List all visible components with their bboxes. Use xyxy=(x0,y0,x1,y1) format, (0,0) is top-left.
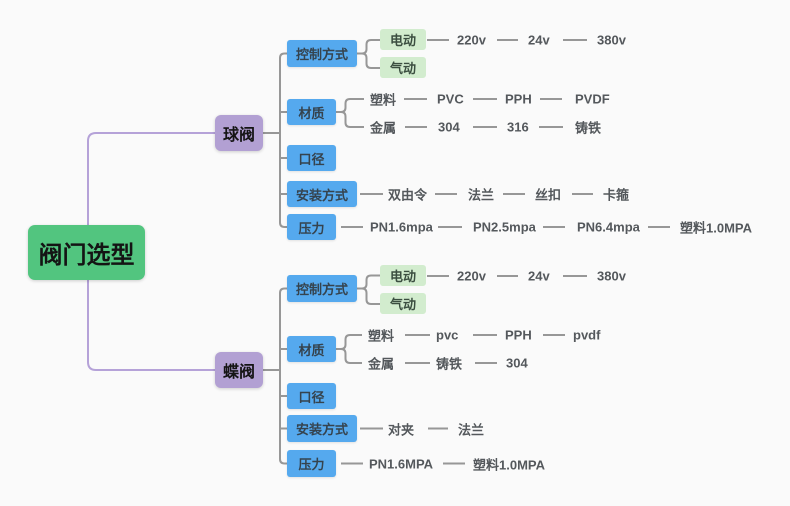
ball-material-metal[interactable]: 金属 xyxy=(370,120,397,136)
bfly-pneumatic-node[interactable]: 气动 xyxy=(380,293,426,314)
bfly-plastic-pvdf[interactable]: pvdf xyxy=(573,327,601,343)
branch-butterfly-valve[interactable]: 蝶阀 xyxy=(215,352,263,388)
bfly-pressure-plastic10[interactable]: 塑料1.0MPA xyxy=(473,457,545,473)
ball-pneumatic-node[interactable]: 气动 xyxy=(380,57,426,78)
ball-metal-304[interactable]: 304 xyxy=(438,119,460,135)
ball-voltage-24v[interactable]: 24v xyxy=(528,32,550,48)
bfly-voltage-380v[interactable]: 380v xyxy=(597,268,626,284)
bfly-pressure-pn16[interactable]: PN1.6MPA xyxy=(369,456,434,472)
bfly-material-plastic[interactable]: 塑料 xyxy=(368,328,395,344)
ball-metal-316[interactable]: 316 xyxy=(507,119,529,135)
ball-install-thread[interactable]: 丝扣 xyxy=(535,187,562,203)
ball-plastic-pph[interactable]: PPH xyxy=(505,91,532,107)
ball-pressure-node[interactable]: 压力 xyxy=(287,214,336,240)
ball-electric-node[interactable]: 电动 xyxy=(380,29,426,50)
ball-control-node[interactable]: 控制方式 xyxy=(287,40,357,67)
bfly-metal-304[interactable]: 304 xyxy=(506,355,528,371)
ball-diameter-node[interactable]: 口径 xyxy=(287,145,336,171)
bfly-install-wafer[interactable]: 对夹 xyxy=(388,422,415,438)
ball-install-flange[interactable]: 法兰 xyxy=(468,187,495,203)
bfly-electric-node[interactable]: 电动 xyxy=(380,265,426,286)
bfly-control-node[interactable]: 控制方式 xyxy=(287,275,357,302)
ball-pressure-plastic10[interactable]: 塑料1.0MPA xyxy=(680,220,752,236)
ball-material-node[interactable]: 材质 xyxy=(287,99,336,125)
ball-pressure-pn16[interactable]: PN1.6mpa xyxy=(370,219,433,235)
bfly-plastic-pph[interactable]: PPH xyxy=(505,327,532,343)
ball-metal-castiron[interactable]: 铸铁 xyxy=(575,120,602,136)
ball-install-union[interactable]: 双由令 xyxy=(388,187,428,203)
ball-voltage-220v[interactable]: 220v xyxy=(457,32,486,48)
ball-install-clamp[interactable]: 卡箍 xyxy=(603,187,630,203)
branch-ball-valve[interactable]: 球阀 xyxy=(215,115,263,151)
bfly-voltage-24v[interactable]: 24v xyxy=(528,268,550,284)
ball-plastic-pvc[interactable]: PVC xyxy=(437,91,464,107)
root-node[interactable]: 阀门选型 xyxy=(28,225,145,280)
bfly-install-node[interactable]: 安装方式 xyxy=(287,415,357,442)
branch-connectors xyxy=(263,39,670,465)
ball-pressure-pn64[interactable]: PN6.4mpa xyxy=(577,219,640,235)
bfly-diameter-node[interactable]: 口径 xyxy=(287,383,336,409)
bfly-material-node[interactable]: 材质 xyxy=(287,336,336,362)
ball-plastic-pvdf[interactable]: PVDF xyxy=(575,91,610,107)
bfly-install-flange[interactable]: 法兰 xyxy=(458,422,485,438)
bfly-material-metal[interactable]: 金属 xyxy=(368,356,395,372)
ball-install-node[interactable]: 安装方式 xyxy=(287,181,357,207)
bfly-pressure-node[interactable]: 压力 xyxy=(287,450,336,477)
bfly-metal-castiron[interactable]: 铸铁 xyxy=(436,356,463,372)
ball-voltage-380v[interactable]: 380v xyxy=(597,32,626,48)
bfly-plastic-pvc[interactable]: pvc xyxy=(436,327,459,343)
root-connectors xyxy=(87,132,215,371)
ball-pressure-pn25[interactable]: PN2.5mpa xyxy=(473,219,536,235)
ball-material-plastic[interactable]: 塑料 xyxy=(370,92,397,108)
bfly-voltage-220v[interactable]: 220v xyxy=(457,268,486,284)
